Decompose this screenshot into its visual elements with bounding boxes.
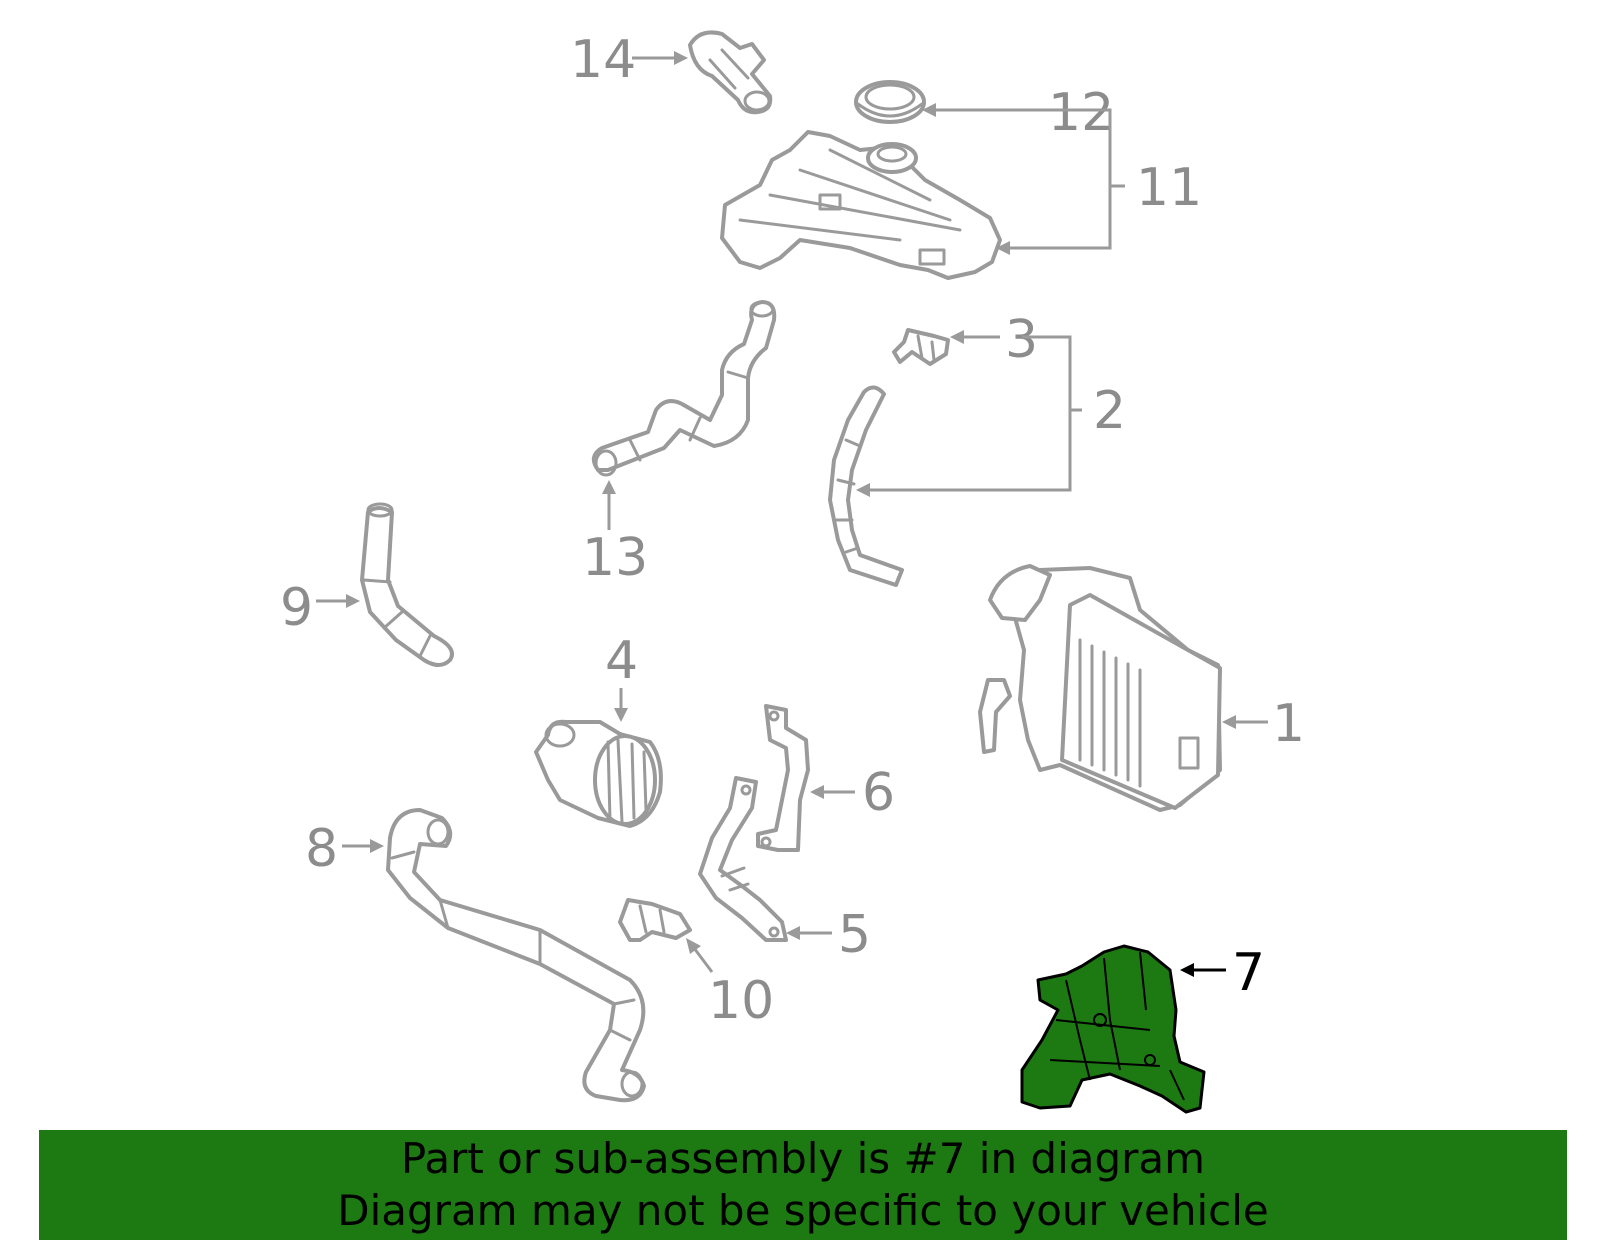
banner-line-1: Part or sub-assembly is #7 in diagram <box>400 1134 1206 1183</box>
leader-12 <box>922 103 1030 117</box>
callout-5[interactable]: 5 <box>838 905 871 965</box>
callout-9[interactable]: 9 <box>280 578 313 638</box>
leader-13 <box>602 480 616 530</box>
leader-5 <box>786 926 832 940</box>
part-10-connector[interactable] <box>618 898 692 942</box>
parts-diagram: 14 12 11 13 <box>280 30 1305 1114</box>
leader-6 <box>810 785 855 799</box>
leader-1 <box>1222 715 1268 729</box>
part-1-heat-exchanger[interactable] <box>978 564 1222 812</box>
info-banner: Part or sub-assembly is #7 in diagram Di… <box>39 1130 1567 1240</box>
part-11-reservoir[interactable] <box>720 130 1002 280</box>
leader-3 <box>950 330 1000 344</box>
leader-4 <box>614 688 628 722</box>
leader-14 <box>632 51 688 65</box>
part-4-pump[interactable] <box>534 719 663 828</box>
part-6-bracket[interactable] <box>756 704 810 852</box>
leader-7 <box>1180 963 1226 977</box>
part-7-bracket-highlighted[interactable] <box>1020 944 1206 1114</box>
part-12-cap[interactable] <box>854 80 926 124</box>
part-3-connector[interactable] <box>892 328 950 366</box>
leader-10 <box>686 938 714 973</box>
part-5-bracket[interactable] <box>698 776 788 942</box>
leader-8 <box>342 839 384 853</box>
callout-4[interactable]: 4 <box>605 631 638 691</box>
leader-2 <box>856 335 1082 497</box>
part-8-hose[interactable] <box>386 808 646 1103</box>
callout-10[interactable]: 10 <box>708 971 774 1031</box>
callout-8[interactable]: 8 <box>305 819 338 879</box>
leader-9 <box>316 594 360 608</box>
callout-11[interactable]: 11 <box>1136 158 1202 218</box>
callout-6[interactable]: 6 <box>862 763 895 823</box>
callout-1[interactable]: 1 <box>1272 694 1305 754</box>
part-2-hose[interactable] <box>828 385 904 587</box>
callout-12[interactable]: 12 <box>1048 83 1114 143</box>
callout-2[interactable]: 2 <box>1093 381 1126 441</box>
callout-14[interactable]: 14 <box>570 30 636 90</box>
leader-11 <box>996 108 1125 255</box>
part-14-fitting[interactable] <box>688 30 773 115</box>
banner-line-2: Diagram may not be specific to your vehi… <box>337 1186 1269 1235</box>
part-13-hose[interactable] <box>591 300 777 477</box>
part-9-hose[interactable] <box>360 502 454 667</box>
callout-7[interactable]: 7 <box>1232 943 1265 1003</box>
callout-3[interactable]: 3 <box>1005 310 1038 370</box>
callout-13[interactable]: 13 <box>582 528 648 588</box>
